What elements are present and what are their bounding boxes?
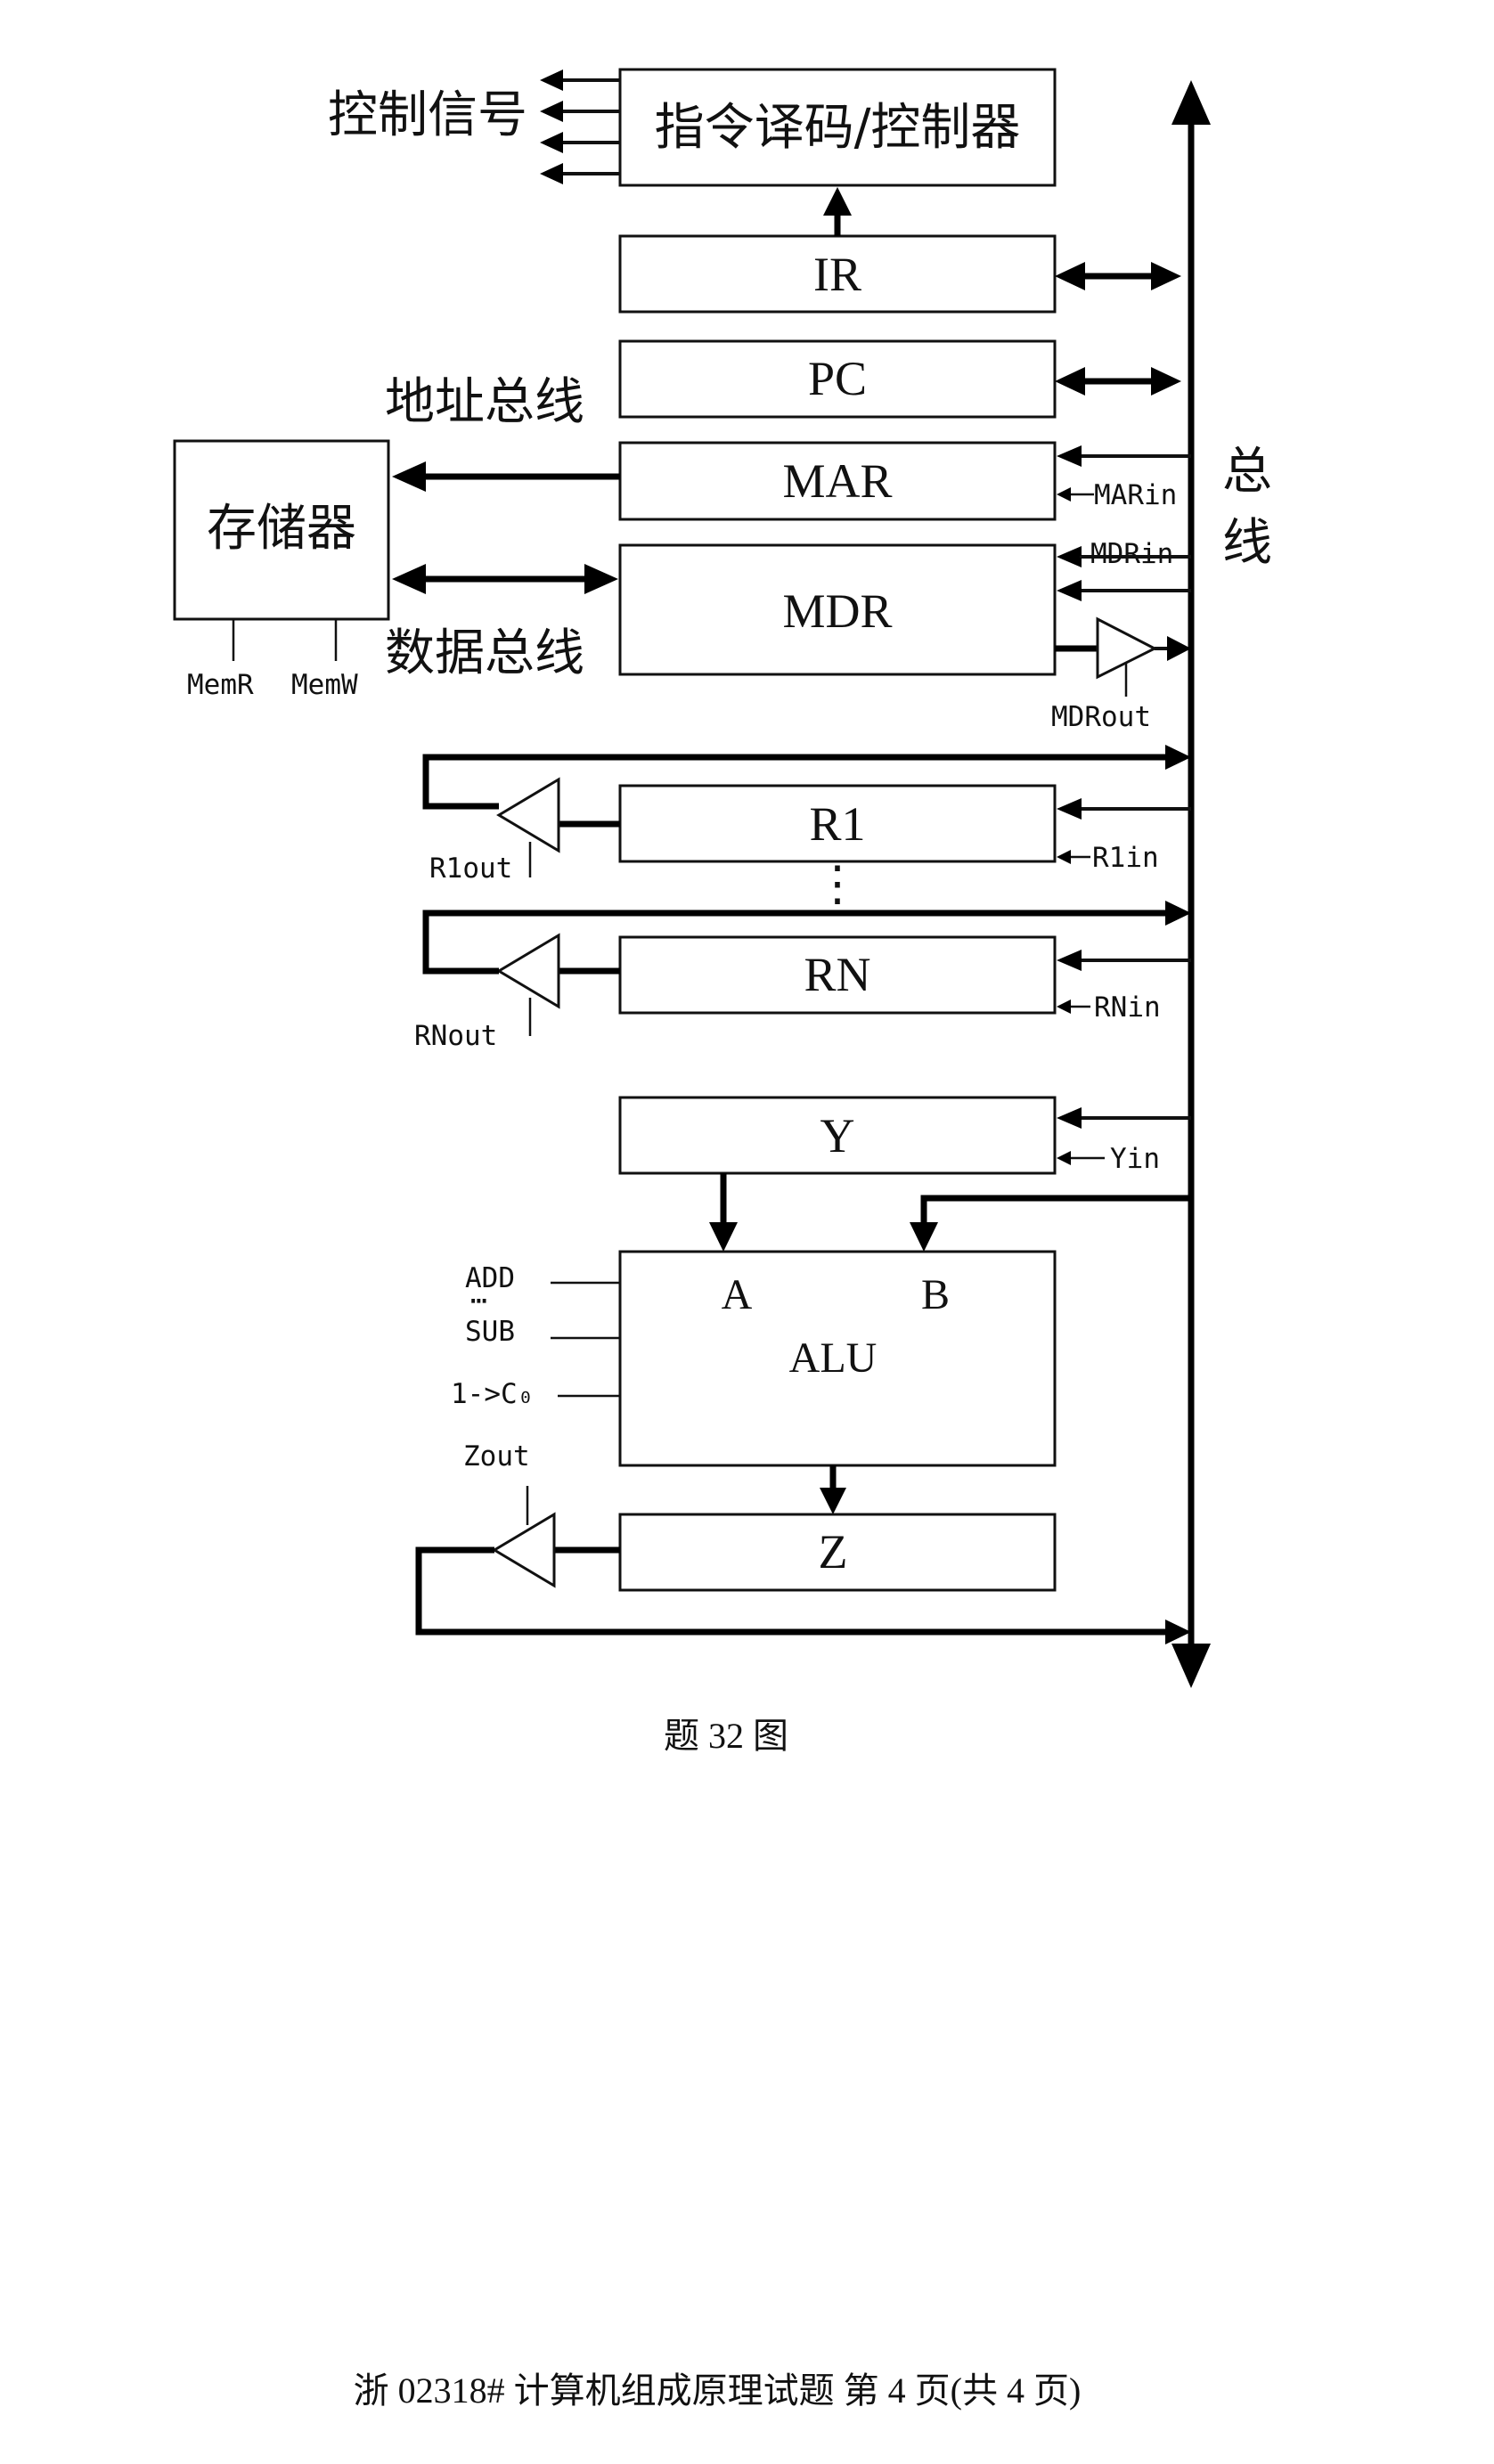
bus-label-1: 总 (1222, 443, 1272, 501)
mar-to-memory-arrow (392, 461, 620, 492)
mem-r-label: MemR (187, 669, 254, 701)
y-label: Y (820, 1109, 855, 1163)
ir-to-controller-arrow (823, 187, 852, 236)
pc-bus-arrow (1055, 367, 1181, 396)
mar-register (618, 441, 1057, 521)
alu-port-b: B (921, 1271, 950, 1318)
alu-op-ellipsis: ⋯ (470, 1285, 487, 1317)
data-bus-label: 数据总线 (385, 624, 584, 682)
alu-to-z-arrow (820, 1465, 846, 1514)
mdr-in-label: MDRin (1090, 538, 1173, 570)
memory-block (173, 439, 390, 621)
page-footer: 浙 02318# 计算机组成原理试题 第 4 页(共 4 页) (354, 2370, 1082, 2411)
mar-bus-input (1057, 445, 1191, 467)
control-signals-label: 控制信号 (328, 86, 527, 144)
carry-signal-label: 1->C₀ (451, 1378, 534, 1410)
mar-label: MAR (782, 454, 892, 508)
mar-in-label: MARin (1094, 479, 1177, 511)
z-label: Z (819, 1525, 848, 1579)
rn-bus-input (1057, 950, 1191, 971)
ir-bus-arrow (1055, 262, 1181, 290)
y-bus-input (1057, 1107, 1191, 1129)
memory-label: 存储器 (207, 500, 356, 558)
y-in-signal (1057, 1151, 1105, 1165)
z-out-buffer (415, 1486, 1191, 1644)
controller-label: 指令译码/控制器 (655, 99, 1021, 157)
sub-signal-label: SUB (465, 1316, 515, 1348)
r1-in-signal (1057, 850, 1090, 864)
r1-label: R1 (809, 797, 865, 851)
mdr-bus-input-1 (1057, 546, 1191, 567)
bus-to-alu-b-arrow (910, 1195, 1191, 1252)
mdr-memory-arrow (392, 564, 618, 594)
control-signal-arrows (540, 69, 620, 184)
pc-register (618, 339, 1057, 419)
ir-label: IR (813, 248, 861, 301)
ir-register (618, 234, 1057, 314)
r1-out-label: R1out (429, 853, 512, 885)
rn-label: RN (804, 948, 870, 1001)
rn-out-buffer (422, 901, 1191, 1036)
alu-block (618, 1250, 1057, 1467)
rn-out-label: RNout (414, 1020, 497, 1052)
mdr-out-buffer (1055, 616, 1191, 697)
mdr-label: MDR (782, 584, 892, 638)
bus-label-2: 线 (1222, 514, 1272, 572)
pc-label: PC (808, 352, 867, 405)
mdr-bus-input-2 (1057, 580, 1191, 601)
system-bus (1172, 80, 1211, 1688)
z-out-label: Zout (463, 1440, 530, 1473)
y-in-label: Yin (1110, 1143, 1160, 1175)
r1-in-label: R1in (1092, 842, 1159, 874)
mem-w-label: MemW (291, 669, 358, 701)
rn-register (618, 935, 1057, 1015)
y-to-alu-arrow (709, 1173, 738, 1252)
figure-caption: 题 32 图 (664, 1716, 788, 1756)
mdr-register (618, 543, 1057, 676)
mdr-out-label: MDRout (1051, 701, 1151, 733)
rn-in-label: RNin (1094, 991, 1161, 1024)
y-register (618, 1096, 1057, 1175)
alu-label: ALU (789, 1334, 878, 1382)
alu-port-a: A (722, 1271, 753, 1318)
r1-bus-input (1057, 798, 1191, 820)
mar-in-signal (1057, 487, 1094, 502)
rn-in-signal (1057, 999, 1090, 1014)
address-bus-label: 地址总线 (385, 373, 584, 431)
controller-block (618, 68, 1057, 187)
register-ellipsis: ⋮ (813, 857, 861, 910)
r1-out-buffer (422, 745, 1191, 877)
add-signal-label: ADD (465, 1262, 515, 1294)
